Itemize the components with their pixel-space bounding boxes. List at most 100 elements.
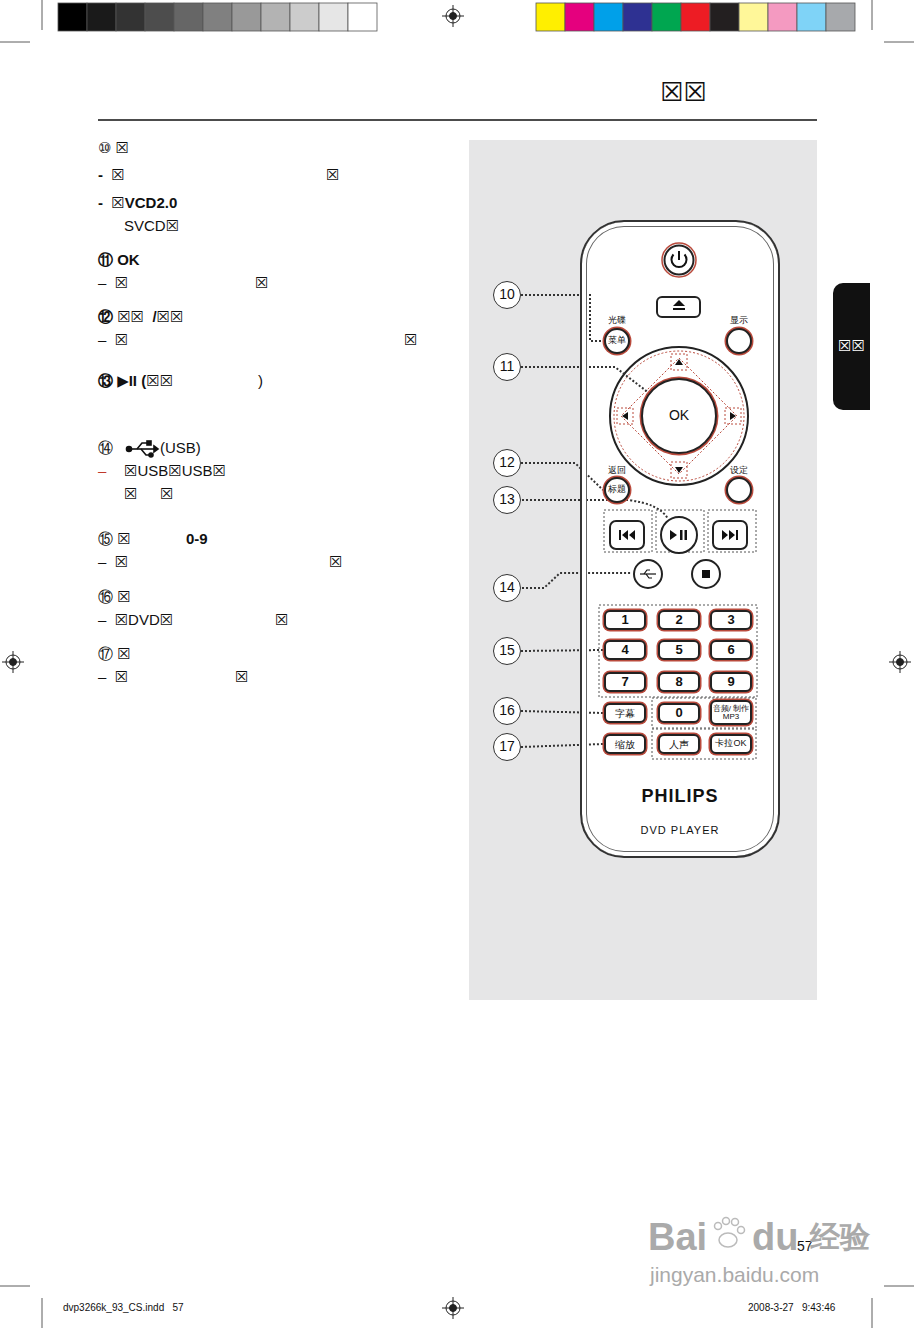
button-label: 卡拉OK (715, 739, 746, 749)
remote-button: 3 (710, 610, 752, 630)
item-text: – ☒ (98, 553, 128, 570)
grey-panel (469, 140, 817, 1000)
item-text: ☒ (329, 553, 342, 570)
button-caption: 光碟 (608, 316, 626, 326)
button-label: 标题 (608, 485, 626, 495)
transport-buttons (604, 510, 756, 588)
callout-number: 12 (493, 449, 521, 477)
callout-number: 11 (493, 353, 521, 381)
item-dash: – (98, 462, 106, 479)
color-bars (58, 3, 855, 31)
callout-number: 14 (493, 574, 521, 602)
button-label: 缩放 (615, 739, 635, 750)
item-heading: ⑫ ☒☒ /☒☒ (98, 308, 183, 325)
button-label: 11 (500, 359, 515, 374)
item-text: - ☒VCD2.0 (98, 194, 177, 211)
button-label: 字幕 (615, 708, 635, 719)
remote-button: 8 (658, 672, 700, 692)
leader-line (521, 367, 648, 392)
watermark: 经验 (810, 1220, 870, 1255)
item-heading: ⑰ ☒ (98, 645, 131, 662)
button-label: 人声 (669, 739, 689, 750)
button-label: ☒☒ (838, 338, 865, 355)
button-caption: 返回 (608, 466, 626, 476)
item-text: ) (258, 372, 263, 389)
item-text: ☒ (124, 485, 137, 502)
item-text: - ☒ (98, 166, 125, 183)
callout-number: 17 (493, 733, 521, 761)
callout-number: 10 (493, 281, 521, 309)
item-text: ☒ (160, 485, 173, 502)
button-label: 3 (727, 613, 734, 627)
remote-button: 9 (710, 672, 752, 692)
section-tab: ☒☒ (833, 283, 870, 410)
item-heading: ⑮ ☒ (98, 530, 131, 547)
button-label: 13 (499, 492, 515, 507)
dpad (610, 347, 748, 485)
leader-line (521, 711, 603, 713)
item-text: – ☒DVD☒ (98, 611, 173, 628)
item-heading: ⑬ ▶II (☒☒ (98, 372, 173, 389)
leader-line (521, 463, 603, 490)
watermark: jingyan.baidu.com (650, 1263, 819, 1287)
remote-button: 5 (658, 640, 700, 660)
remote-button: 显示 (726, 328, 752, 354)
remote-button: 2 (658, 610, 700, 630)
item-heading: ⑯ ☒ (98, 588, 131, 605)
remote-button: 7 (604, 672, 646, 692)
remote-button: 光碟菜单 (604, 328, 630, 354)
item-text: SVCD☒ (124, 217, 179, 234)
item-text: – ☒ (98, 331, 128, 348)
watermark: Bai (648, 1216, 707, 1260)
button-label: 0 (675, 706, 682, 720)
remote-button: 人声 (658, 734, 700, 754)
usb-icon (127, 441, 159, 457)
group-outlines (599, 605, 757, 759)
item-text: ☒ (326, 166, 339, 183)
button-label: 7 (621, 675, 628, 689)
print-slug: 2008-3-27 9:43:46 (748, 1302, 835, 1314)
item-text: – ☒ (98, 274, 128, 291)
watermark: du (752, 1216, 798, 1260)
item-heading: (USB) (160, 439, 201, 456)
eject-button (657, 297, 700, 317)
remote-button: 音频/ 制作MP3 (710, 700, 752, 725)
remote-button: 缩放 (604, 734, 646, 754)
power-button (662, 243, 696, 277)
button-label: 10 (499, 287, 515, 302)
remote-button: OK (641, 378, 717, 454)
item-text: ☒ (235, 668, 248, 685)
remote-fill (580, 220, 780, 858)
registration-marks (2, 5, 911, 1319)
item-text: – ☒ (98, 668, 128, 685)
button-label: 9 (727, 675, 734, 689)
button-label: 5 (675, 643, 682, 657)
item-text: ☒ (255, 274, 268, 291)
button-label: 6 (727, 643, 734, 657)
button-label: 16 (499, 703, 515, 718)
item-heading: ⑪ OK (98, 251, 140, 268)
button-label: 1 (621, 613, 628, 627)
item-heading: 0-9 (186, 530, 208, 547)
leader-lines (522, 500, 668, 588)
remote-button: 设定 (726, 477, 752, 503)
item-heading: ⑩ ☒ (98, 139, 129, 156)
button-label: 12 (499, 455, 515, 470)
callout-number: 13 (493, 486, 521, 514)
remote-button: 卡拉OK (710, 734, 752, 754)
remote-button: 1 (604, 610, 646, 630)
leader-line (521, 650, 603, 651)
button-label: 2 (675, 613, 682, 627)
button-label: 15 (499, 643, 515, 658)
watermark-paw (715, 1218, 745, 1248)
print-slug: dvp3266k_93_CS.indd 57 (63, 1302, 184, 1314)
button-label: OK (669, 408, 689, 423)
button-label: 14 (499, 580, 515, 595)
item-text: ☒ (404, 331, 417, 348)
remote-button: 6 (710, 640, 752, 660)
callout-number: 16 (493, 697, 521, 725)
item-text: ☒ (275, 611, 288, 628)
item-heading: ⑭ (98, 439, 113, 456)
header-rule (98, 119, 817, 121)
button-label: 17 (499, 739, 515, 754)
